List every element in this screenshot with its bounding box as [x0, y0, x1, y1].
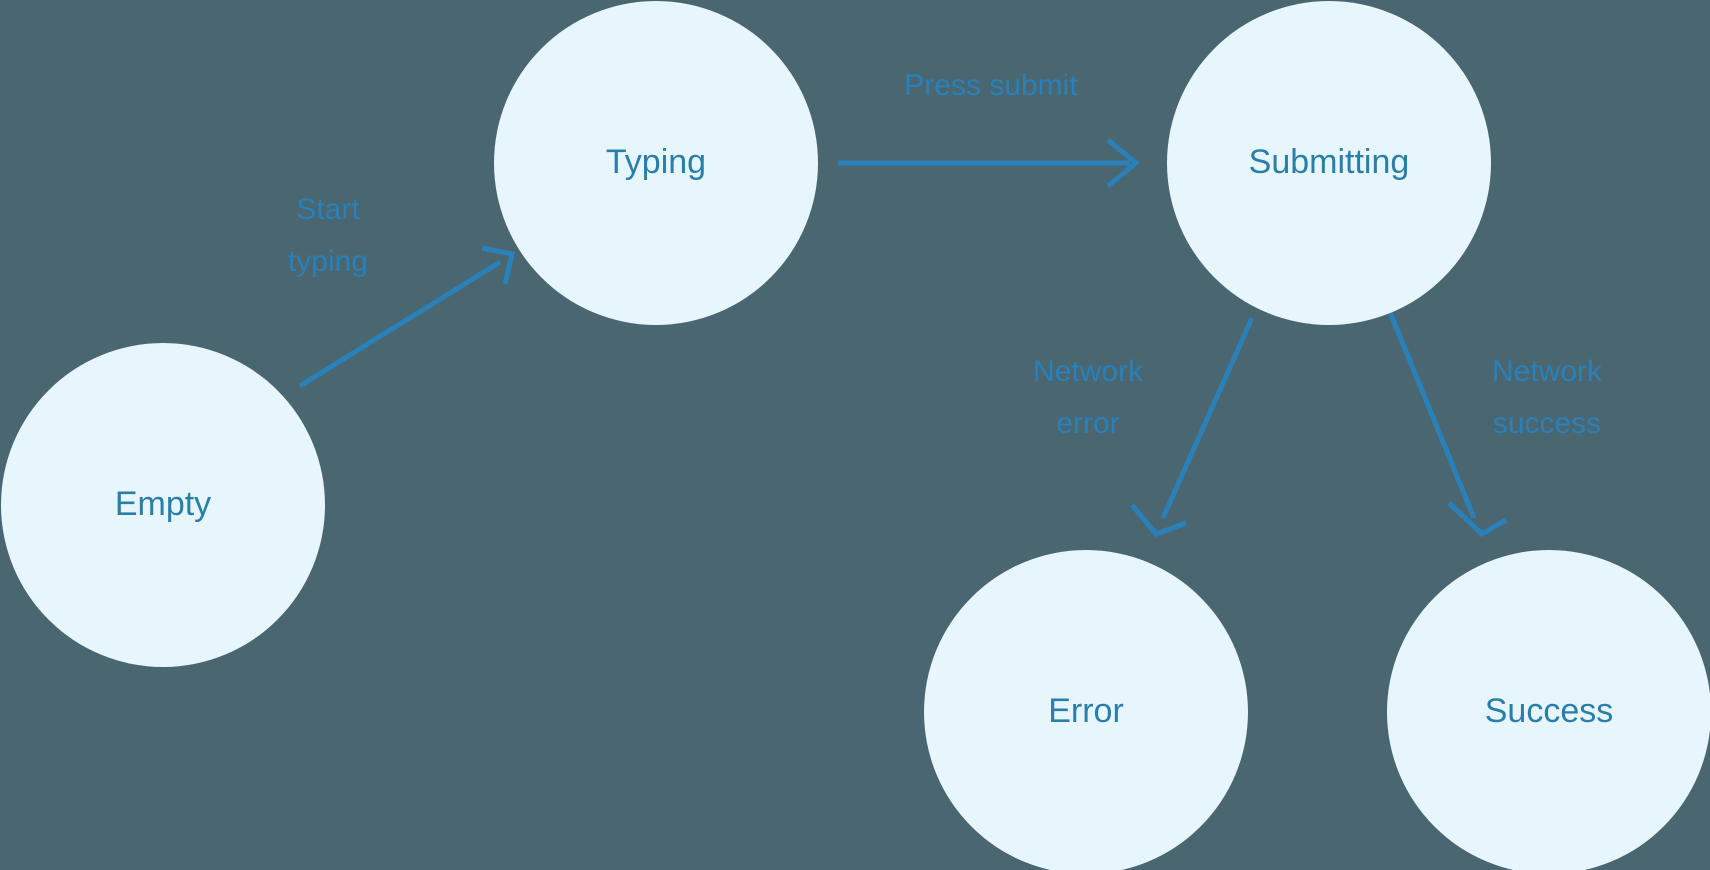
state-node-success[interactable]: Success — [1387, 550, 1710, 870]
edge-submitting-to-error-label-line1: Network — [1033, 355, 1144, 388]
edge-submitting-to-error: Network error — [1033, 316, 1255, 537]
state-node-error-circle[interactable] — [924, 550, 1248, 870]
edge-empty-to-typing: Start typing — [288, 193, 516, 389]
edge-empty-to-typing-label-line1: Start — [296, 193, 360, 226]
edge-submitting-to-success: Network success — [1387, 311, 1603, 538]
state-node-typing[interactable]: Typing — [494, 1, 818, 325]
edge-submitting-to-success-arrowhead — [1447, 501, 1508, 538]
state-node-typing-circle[interactable] — [494, 1, 818, 325]
edge-empty-to-typing-label-line2: typing — [288, 245, 368, 278]
state-node-empty[interactable]: Empty — [1, 343, 325, 667]
edge-submitting-to-success-label-line1: Network — [1492, 355, 1603, 388]
state-node-submitting-circle[interactable] — [1167, 1, 1491, 325]
edge-submitting-to-error-label-line2: error — [1056, 407, 1119, 440]
edge-empty-to-typing-arrowhead — [481, 245, 516, 285]
state-node-submitting-label: Submitting — [1249, 143, 1410, 181]
state-node-error[interactable]: Error — [924, 550, 1248, 870]
edge-submitting-to-success-line — [1387, 311, 1477, 519]
state-node-success-circle[interactable] — [1387, 550, 1710, 870]
edge-submitting-to-error-line — [1160, 316, 1255, 520]
edge-submitting-to-error-arrowhead — [1130, 503, 1187, 537]
state-node-submitting[interactable]: Submitting — [1167, 1, 1491, 325]
edge-typing-to-submitting: Press submit — [838, 69, 1140, 188]
edge-typing-to-submitting-label-line1: Press submit — [904, 69, 1078, 102]
edge-empty-to-typing-line — [298, 259, 502, 389]
state-node-typing-label: Typing — [606, 143, 706, 181]
state-node-empty-label: Empty — [115, 485, 211, 523]
state-node-error-label: Error — [1048, 692, 1124, 730]
state-node-empty-circle[interactable] — [1, 343, 325, 667]
state-node-success-label: Success — [1485, 692, 1614, 730]
edge-submitting-to-success-label-line2: success — [1493, 407, 1601, 440]
edge-typing-to-submitting-arrowhead — [1106, 138, 1140, 188]
